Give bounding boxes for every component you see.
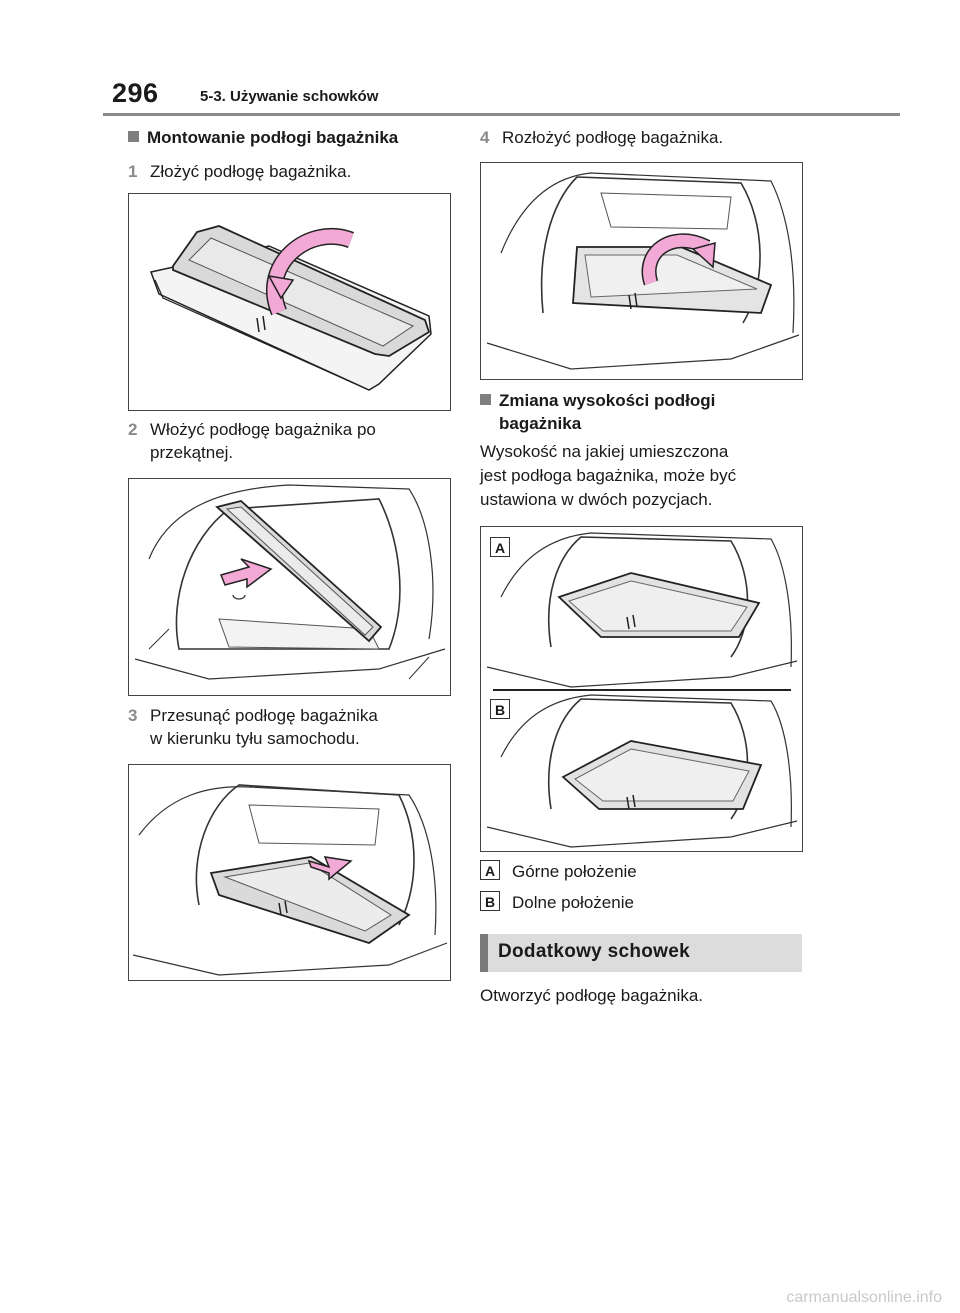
step-text-cont: przekątnej. xyxy=(150,443,234,462)
section-banner: Dodatkowy schowek xyxy=(480,934,802,972)
para-line: ustawiona w dwóch pozycjach. xyxy=(480,490,713,509)
header-rule xyxy=(103,113,900,116)
step-text: Rozłożyć podłogę bagażnika. xyxy=(502,128,724,147)
final-instruction: Otworzyć podłogę bagażnika. xyxy=(480,986,704,1005)
illustration-insert-diagonal xyxy=(134,484,446,680)
height-description: Wysokość na jakiej umieszczona jest podł… xyxy=(480,440,736,512)
step-1: 1 Złożyć podłogę bagażnika. xyxy=(128,160,351,183)
square-bullet-icon xyxy=(128,131,139,142)
step-number: 2 xyxy=(128,420,138,439)
step-number: 3 xyxy=(128,706,138,725)
figure-fold-floor xyxy=(128,193,451,411)
legend-text: Dolne położenie xyxy=(512,893,634,912)
step-number: 4 xyxy=(480,128,490,147)
illustration-unfold-floor xyxy=(486,172,800,370)
legend-lower: B Dolne położenie xyxy=(480,891,634,915)
step-text-cont: w kierunku tyłu samochodu. xyxy=(150,729,360,748)
step-text: Przesunąć podłogę bagażnika xyxy=(150,706,378,725)
banner-accent-bar xyxy=(480,934,488,972)
illustration-floor-positions xyxy=(486,532,798,848)
legend-label-b: B xyxy=(480,891,500,911)
step-2: 2 Włożyć podłogę bagażnika po przekątnej. xyxy=(128,418,376,464)
section-title: 5-3. Używanie schowków xyxy=(200,88,379,105)
legend-upper: A Górne położenie xyxy=(480,860,637,884)
heading-floor-height: Zmiana wysokości podłogi bagażnika xyxy=(480,389,715,435)
para-line: jest podłoga bagażnika, może być xyxy=(480,466,737,485)
legend-label-a: A xyxy=(480,860,500,880)
square-bullet-icon xyxy=(480,394,491,405)
heading-floor-mounting: Montowanie podłogi bagażnika xyxy=(128,126,398,149)
illustration-fold-floor xyxy=(150,225,432,391)
page-number: 296 xyxy=(112,78,159,108)
figure-insert-diagonal xyxy=(128,478,451,696)
heading-text: Montowanie podłogi bagażnika xyxy=(147,128,399,147)
figure-slide-rear xyxy=(128,764,451,981)
step-4: 4 Rozłożyć podłogę bagażnika. xyxy=(480,126,723,149)
step-number: 1 xyxy=(128,162,138,181)
heading-text-cont: bagażnika xyxy=(499,414,582,433)
step-text: Włożyć podłogę bagażnika po xyxy=(150,420,376,439)
step-text: Złożyć podłogę bagażnika. xyxy=(150,162,352,181)
figure-floor-positions: A B xyxy=(480,526,803,852)
footer-watermark: carmanualsonline.info xyxy=(786,1289,942,1306)
position-label-a: A xyxy=(490,537,510,557)
figure-unfold-floor xyxy=(480,162,803,380)
step-3: 3 Przesunąć podłogę bagażnika w kierunku … xyxy=(128,704,378,750)
para-line: Wysokość na jakiej umieszczona xyxy=(480,442,729,461)
illustration-slide-rear xyxy=(132,784,448,976)
banner-title: Dodatkowy schowek xyxy=(498,941,690,962)
legend-text: Górne położenie xyxy=(512,862,637,881)
heading-text: Zmiana wysokości podłogi xyxy=(499,391,716,410)
position-label-b: B xyxy=(490,699,510,719)
